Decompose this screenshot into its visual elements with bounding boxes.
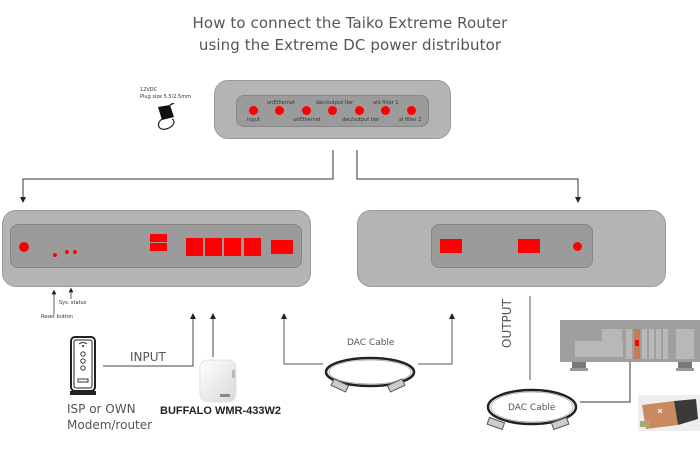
router-ethernet-port-2 <box>205 238 222 256</box>
distributor-port-1-led <box>249 106 258 115</box>
line-dac1-right <box>418 313 455 365</box>
distributor-port-3-led <box>302 106 311 115</box>
line-distributor-to-router <box>20 150 334 203</box>
distributor-port-3-label: unEthernet <box>293 117 321 123</box>
distributor-port-4-label: dac/output tier <box>316 100 354 106</box>
line-distributor-to-device <box>356 150 581 203</box>
distributor-panel <box>236 95 429 127</box>
router-ethernet-port-1 <box>186 238 203 256</box>
router-status-led-2 <box>73 250 77 254</box>
distributor-port-2-label: unEthernet <box>267 100 295 106</box>
output-label: OUTPUT <box>500 299 514 348</box>
right-device-sfp-port-2 <box>518 239 540 253</box>
router-usb-port-1 <box>150 234 167 242</box>
dac-cable-1-icon <box>324 356 416 393</box>
distributor-port-4-led <box>328 106 337 115</box>
line-dac2 <box>580 345 633 403</box>
line-input <box>103 313 196 367</box>
dac-cable-2-icon <box>486 388 578 431</box>
distributor-port-6-label: ald filter 1 <box>373 100 399 106</box>
distributor-port-2-led <box>275 106 284 115</box>
power-adapter-icon <box>157 103 175 130</box>
distributor-port-5-led <box>355 106 364 115</box>
router-status-label: Sys. status <box>59 300 87 306</box>
router-ethernet-port-4 <box>244 238 261 256</box>
diagram-title-line-1: How to connect the Taiko Extreme Router <box>192 14 508 32</box>
server-chassis-icon <box>560 320 700 371</box>
router-ethernet-port-3 <box>224 238 241 256</box>
router-reset-led <box>53 253 57 257</box>
router-reset-label: Reset button <box>41 314 74 320</box>
dac-cable-1-label: DAC Cable <box>347 338 395 348</box>
wireless-router-icon <box>199 359 237 403</box>
right-network-device <box>357 210 666 287</box>
distributor-port-1-label: input <box>247 117 260 123</box>
adapter-plug-label: Plug size 5.5/2.5mm <box>140 94 191 100</box>
input-label: INPUT <box>130 350 166 364</box>
router-sfp-port <box>271 240 293 254</box>
dac-cable-2-label: DAC Cable <box>508 403 556 413</box>
line-dac1-left <box>281 313 323 365</box>
right-device-led <box>573 242 582 251</box>
modem-label-line-1: ISP or OWN <box>67 402 136 416</box>
right-device-sfp-port-1 <box>440 239 462 253</box>
adapter-voltage-label: 12VDC <box>140 87 158 93</box>
network-card-port <box>635 340 639 346</box>
distributor-port-5-label: dac/output tier <box>342 117 380 123</box>
modem-label-line-2: Modem/router <box>67 418 153 432</box>
distributor-port-7-led <box>407 106 416 115</box>
distributor-port-6-led <box>381 106 390 115</box>
modem-icon <box>70 336 96 395</box>
buffalo-label: BUFFALO WMR-433W2 <box>160 405 281 417</box>
router-status-led-1 <box>65 250 69 254</box>
router-usb-port-2 <box>150 243 167 251</box>
distributor-port-7-label: al filter 2 <box>399 117 422 123</box>
network-card-icon <box>638 395 700 431</box>
diagram-title-line-2: using the Extreme DC power distributor <box>198 36 502 54</box>
router-power-led <box>19 242 29 252</box>
